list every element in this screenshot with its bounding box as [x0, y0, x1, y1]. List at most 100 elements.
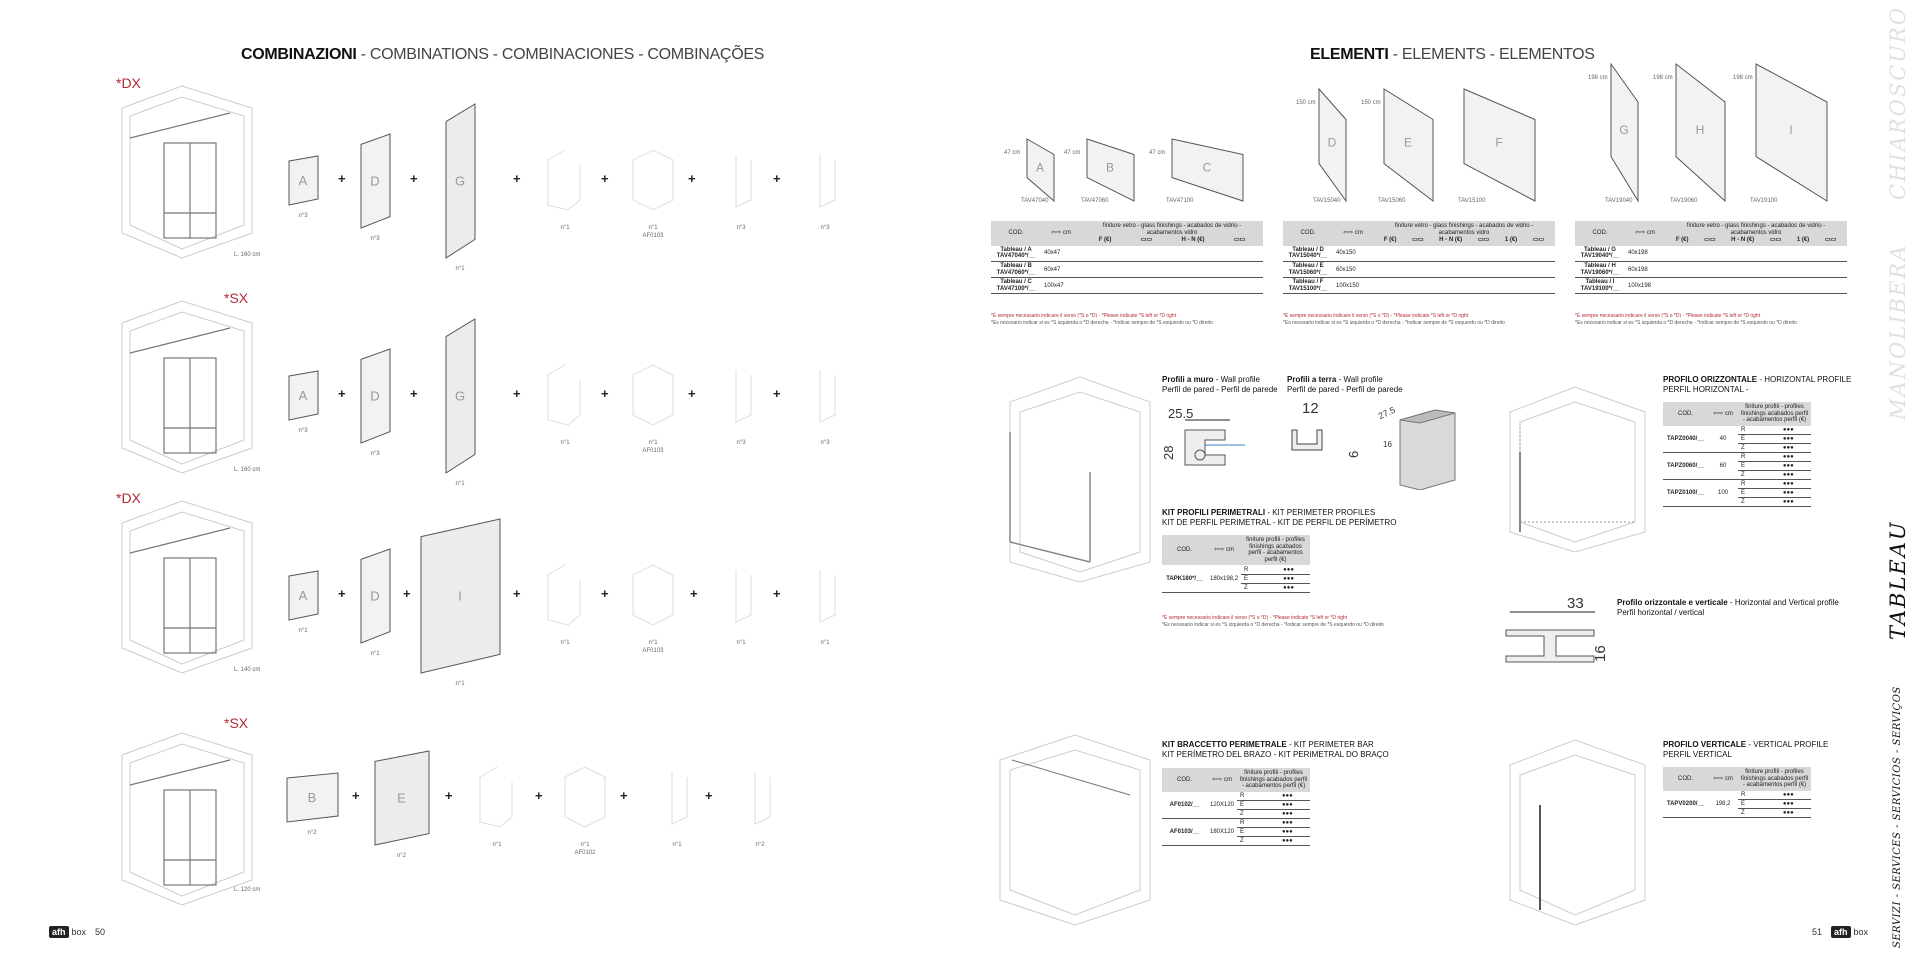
glass-orientation-note: *È sempre necessario indicare il verso (…	[991, 313, 1213, 326]
part-quantity: n°1	[648, 225, 658, 231]
glass-orientation-note: *È sempre necessario indicare il verso (…	[1575, 313, 1797, 326]
brand-logo: afh	[49, 926, 69, 938]
panel-quantity: n°3	[370, 235, 380, 242]
orientation-tag: *DX	[116, 490, 141, 506]
side-tab-manolibera[interactable]: MANOLIBERA	[1886, 243, 1910, 420]
plus-sign: +	[513, 171, 521, 186]
panel-height-dim: 198 cm	[1653, 75, 1673, 81]
part-code: AF0103	[642, 233, 664, 239]
plus-sign: +	[338, 171, 346, 186]
title-sub: - COMBINATIONS - COMBINACIONES - COMBINA…	[356, 46, 765, 63]
floor-profile-3d-drawing	[1399, 409, 1456, 490]
plus-sign: +	[620, 788, 628, 803]
part-quantity: n°3	[820, 225, 830, 231]
hardware-part-drawing	[735, 370, 752, 423]
wall-profile-section-drawing	[1184, 419, 1245, 466]
glass-element-panel: A	[1026, 138, 1055, 203]
panel-code: TAV47060	[1081, 198, 1109, 204]
plus-sign: +	[338, 386, 346, 401]
svg-text:G: G	[455, 388, 465, 403]
plus-sign: +	[601, 386, 609, 401]
hardware-part-drawing	[632, 149, 674, 211]
hv-profile-height: 16	[1592, 645, 1609, 662]
wall-profile-width: 25.5	[1168, 406, 1194, 421]
glass-panel: A	[288, 155, 319, 206]
glass-panel: E	[374, 749, 430, 846]
horizontal-profile-title: PROFILO ORIZZONTALE - HORIZONTAL PROFILE…	[1663, 375, 1852, 394]
svg-text:D: D	[370, 388, 379, 403]
part-quantity: n°1	[820, 640, 830, 646]
panel-height-dim: 47 cm	[1064, 150, 1081, 156]
svg-text:I: I	[458, 588, 462, 603]
panel-quantity: n°3	[370, 450, 380, 457]
svg-text:D: D	[370, 588, 379, 603]
plus-sign: +	[338, 586, 346, 601]
floor-profile-side: 16	[1383, 440, 1392, 449]
part-quantity: n°3	[820, 440, 830, 446]
hardware-part-drawing	[819, 155, 836, 208]
combination-length: L. 120 cm	[234, 887, 261, 893]
floor-profile-section-drawing	[1291, 429, 1323, 451]
table-row: Z●●●	[1162, 836, 1310, 847]
hardware-part-drawing	[547, 364, 581, 426]
glass-orientation-note: *È sempre necessario indicare il verso (…	[1283, 313, 1505, 326]
side-tab-servizi[interactable]: SERVIZI - SERVICES - SERVICIOS - SERVIÇO…	[1892, 686, 1903, 948]
panel-quantity: n°1	[455, 265, 465, 272]
horizontal-profile-enclosure-drawing	[1509, 386, 1646, 552]
right-footer: 51 afh box	[1812, 926, 1868, 938]
svg-text:D: D	[370, 173, 379, 188]
panel-quantity: n°3	[298, 213, 308, 219]
right-page-title: ELEMENTI - ELEMENTS - ELEMENTOS	[1310, 46, 1595, 64]
kit-bar-title: KIT BRACCETTO PERIMETRALE - KIT PERIMETE…	[1162, 740, 1389, 759]
hardware-part-drawing	[547, 564, 581, 626]
glass-panel: B	[286, 772, 339, 823]
panel-height-dim: 47 cm	[1004, 150, 1021, 156]
glass-panel: I	[420, 517, 501, 674]
hardware-part-drawing	[754, 772, 771, 825]
floor-profile-height: 6	[1346, 450, 1361, 458]
kit-perimeter-title: KIT PROFILI PERIMETRALI - KIT PERIMETER …	[1162, 508, 1397, 527]
orientation-tag: *SX	[224, 715, 249, 731]
title-main: ELEMENTI	[1310, 46, 1389, 63]
vertical-profile-enclosure-drawing	[1509, 739, 1646, 925]
part-quantity: n°2	[755, 842, 765, 848]
part-quantity: n°1	[736, 640, 746, 646]
side-tab-chiaroscuro[interactable]: CHIAROSCURO	[1886, 5, 1910, 200]
hardware-part-drawing	[632, 364, 674, 426]
hardware-part-drawing	[735, 155, 752, 208]
title-sub: - ELEMENTS - ELEMENTOS	[1388, 46, 1595, 63]
side-tab-tableau[interactable]: TABLEAU	[1886, 520, 1910, 640]
plus-sign: +	[601, 171, 609, 186]
glass-panel: D	[360, 132, 391, 229]
part-quantity: n°1	[560, 225, 570, 231]
hardware-part-drawing	[819, 570, 836, 623]
kit-perimeter-note: *È sempre necessario indicare il verso (…	[1162, 615, 1384, 628]
part-quantity: n°1	[560, 640, 570, 646]
svg-text:A: A	[299, 388, 308, 403]
glass-panel: G	[445, 317, 476, 474]
plus-sign: +	[773, 386, 781, 401]
glass-element-panel: B	[1086, 138, 1135, 202]
hv-profile-title: Profilo orizzontale e verticale - Horizo…	[1617, 598, 1839, 617]
plus-sign: +	[688, 171, 696, 186]
glass-element-panel: C	[1171, 138, 1244, 202]
panel-code: TAV15040	[1313, 198, 1341, 204]
hv-profile-width: 33	[1567, 595, 1584, 612]
table-row: Z●●●	[1663, 808, 1811, 819]
wall-profile-height: 28	[1161, 445, 1176, 460]
left-page-title: COMBINAZIONI - COMBINATIONS - COMBINACIO…	[241, 46, 764, 64]
hardware-part-drawing	[547, 149, 581, 211]
plus-sign: +	[410, 171, 418, 186]
